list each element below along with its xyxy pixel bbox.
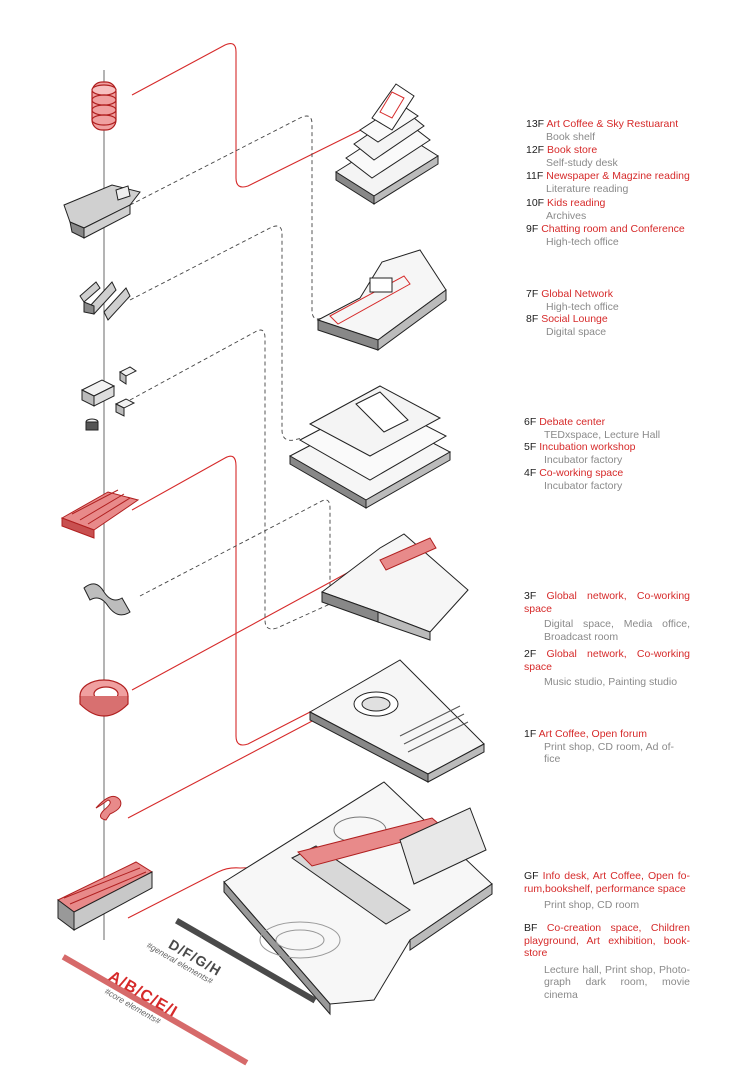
floor-stack-2f-3f	[320, 533, 469, 641]
floor-label-11f: 11F Newspaper & Magzine reading Literatu…	[526, 170, 690, 195]
ring-element	[79, 679, 129, 717]
fin-wall-element	[79, 281, 131, 321]
floor-label-bf: BF Co-creation space, Children playgroun…	[524, 922, 690, 1001]
box-elements	[80, 366, 137, 431]
floor-label-2f: 2F Global network, Co-working space Musi…	[524, 648, 690, 688]
floor-plate-gf-bf	[223, 781, 493, 1016]
floor-label-7f: 7F Global Network High-tech office	[526, 288, 619, 313]
floor-label-10f: 10F Kids reading Archives	[526, 197, 606, 222]
floor-label-6f: 6F Debate center TEDxspace, Lecture Hall	[524, 416, 661, 441]
floor-label-gf: GF Info desk, Art Coffee, Open fo- rum,b…	[524, 870, 690, 911]
floor-label-5f: 5F Incubation workshop Incubator factory	[524, 441, 636, 466]
legend	[61, 918, 317, 1066]
floor-label-8f: 8F Social Lounge Digital space	[526, 313, 608, 338]
bridge-element	[63, 184, 141, 239]
floor-stack-4f-6f	[288, 385, 452, 509]
floor-label-1f: 1F Art Coffee, Open forum Print shop, CD…	[524, 728, 674, 765]
floor-label-4f: 4F Co-working space Incubator factory	[524, 467, 624, 492]
floor-plate-1f	[308, 659, 485, 783]
hook-element	[95, 795, 122, 821]
legend-core-bar	[61, 954, 249, 1066]
path-element	[83, 583, 131, 616]
floor-label-9f: 9F Chatting room and Conference High-tec…	[526, 223, 685, 248]
general-connector-lines	[129, 115, 331, 630]
floor-stack-7f-8f	[316, 249, 447, 351]
floor-label-3f: 3F Global network, Co-working space Digi…	[524, 590, 690, 643]
core-connector-lines	[127, 43, 391, 919]
floor-label-13f: 13F Art Coffee & Sky Restuarant Book she…	[526, 118, 679, 143]
ramp-element	[60, 489, 140, 539]
floor-label-12f: 12F Book store Self-study desk	[526, 144, 618, 169]
stair-wall-element	[57, 861, 154, 931]
legend-general-bar	[175, 918, 317, 1004]
spiral-stair-element	[91, 81, 117, 131]
floor-stack-9f-13f	[335, 83, 439, 205]
